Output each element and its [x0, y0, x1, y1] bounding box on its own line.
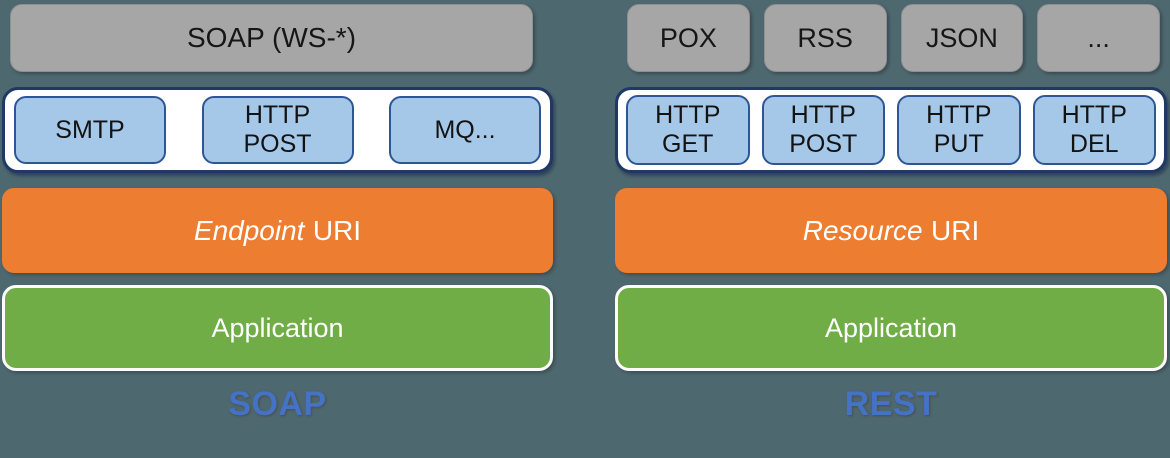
verb-http-del-box: HTTP DEL — [1032, 95, 1156, 165]
transport-mq-box: MQ... — [389, 96, 541, 164]
verb-http-get-box: HTTP GET — [626, 95, 750, 165]
format-ellipsis-box: ... — [1037, 4, 1160, 72]
endpoint-uri-suffix: URI — [312, 214, 362, 246]
rest-format-row: POX RSS JSON ... — [615, 4, 1167, 72]
rest-application-box: Application — [615, 285, 1167, 371]
verb-http-put-line1: HTTP — [926, 101, 992, 129]
soap-ws-box: SOAP (WS-*) — [10, 4, 533, 72]
rest-stack-label: REST — [844, 384, 938, 423]
format-rss-box: RSS — [763, 4, 887, 72]
verb-http-post-box: HTTP POST — [761, 95, 885, 165]
verb-http-del-line1: HTTP — [1061, 101, 1127, 129]
soap-transport-row: SMTP HTTP POST MQ... — [2, 87, 553, 173]
resource-uri-italic-word: Resource — [802, 214, 923, 246]
verb-http-put-line2: PUT — [933, 130, 984, 158]
soap-uri-row: Endpoint URI — [2, 188, 553, 273]
resource-uri-suffix: URI — [931, 214, 980, 246]
format-json-label: JSON — [925, 22, 998, 53]
format-pox-box: POX — [627, 4, 750, 72]
format-rss-label: RSS — [797, 22, 853, 53]
rest-verb-container: HTTP GET HTTP POST HTTP PUT HTTP DEL — [615, 87, 1167, 173]
endpoint-uri-box: Endpoint URI — [2, 188, 553, 273]
verb-http-get-line2: GET — [662, 130, 714, 158]
rest-verb-row: HTTP GET HTTP POST HTTP PUT HTTP DEL — [615, 87, 1167, 173]
soap-label-row: SOAP — [2, 381, 553, 427]
endpoint-uri-italic-word: Endpoint — [193, 214, 305, 246]
format-json-box: JSON — [900, 4, 1024, 72]
soap-application-label: Application — [211, 312, 344, 343]
transport-mq-label: MQ... — [434, 115, 496, 144]
soap-transport-container: SMTP HTTP POST MQ... — [2, 87, 553, 173]
soap-stack-label: SOAP — [228, 384, 327, 423]
rest-uri-row: Resource URI — [615, 188, 1167, 273]
rest-application-row: Application — [615, 285, 1167, 371]
rest-format-boxes: POX RSS JSON ... — [627, 4, 1160, 72]
resource-uri-box: Resource URI — [615, 188, 1167, 273]
transport-smtp-label: SMTP — [55, 115, 125, 144]
verb-http-get-line1: HTTP — [655, 101, 721, 129]
rest-stack: POX RSS JSON ... HTTP GET — [615, 0, 1167, 458]
verb-http-post-line1: HTTP — [790, 101, 856, 129]
soap-protocol-row: SOAP (WS-*) — [2, 4, 553, 72]
verb-http-post-line2: POST — [789, 130, 858, 158]
transport-smtp-box: SMTP — [14, 96, 166, 164]
transport-http-post-label-line2: POST — [243, 130, 312, 158]
soap-ws-box-label: SOAP (WS-*) — [186, 22, 357, 53]
format-pox-label: POX — [659, 22, 717, 53]
soap-application-row: Application — [2, 285, 553, 371]
transport-http-post-label-line1: HTTP — [244, 101, 311, 129]
rest-application-label: Application — [824, 312, 958, 343]
verb-http-del-line2: DEL — [1069, 130, 1119, 158]
transport-http-post-box: HTTP POST — [201, 96, 354, 164]
soap-stack: SOAP (WS-*) SMTP HTTP POST MQ... — [2, 0, 553, 458]
format-ellipsis-label: ... — [1087, 22, 1110, 53]
soap-application-box: Application — [2, 285, 553, 371]
verb-http-put-box: HTTP PUT — [897, 95, 1021, 165]
rest-label-row: REST — [615, 381, 1167, 427]
